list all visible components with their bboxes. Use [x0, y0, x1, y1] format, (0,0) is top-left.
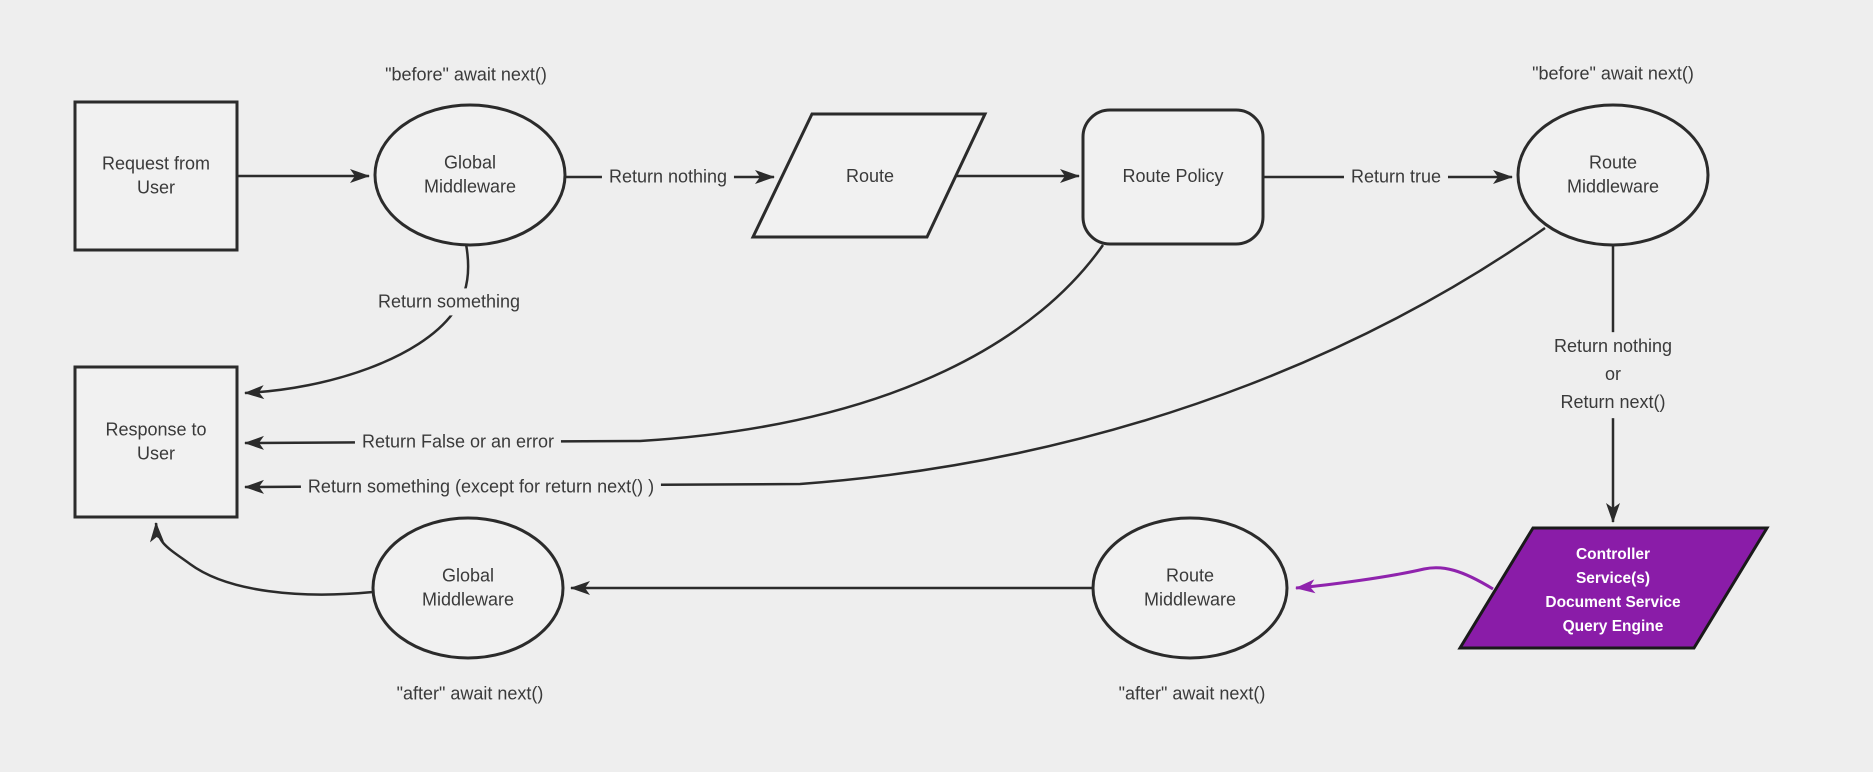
node-global-middleware-top — [373, 103, 567, 247]
edge-route-middleware-return-something-except — [244, 226, 1546, 494]
edge-label-return-something-except: Return something (except for return next… — [300, 473, 662, 501]
label-global-middleware-bottom: Global Middleware — [421, 565, 515, 610]
edge-global-middleware-bottom-to-response — [149, 522, 374, 596]
node-response-to-user — [73, 365, 239, 519]
node-route-middleware-top — [1516, 103, 1710, 247]
label-controller-services: Controller Service(s) Document Service Q… — [1545, 546, 1681, 635]
label-global-middleware-top: Global Middleware — [423, 152, 517, 197]
node-route — [750, 112, 988, 239]
edge-global-middleware-return-something — [244, 243, 470, 400]
label-response-to-user: Response to User — [105, 419, 207, 464]
label-route-middleware-bottom: Route Middleware — [1143, 565, 1237, 610]
node-controller-services — [1457, 526, 1770, 650]
edge-label-before-await-next-top-right: "before" await next() — [1532, 63, 1694, 84]
node-request-from-user — [73, 100, 239, 252]
edge-controller-to-route-middleware-bottom — [1295, 566, 1494, 594]
node-route-policy — [1081, 108, 1265, 246]
edge-label-after-await-next-bottom-left: "after" await next() — [396, 683, 544, 704]
node-global-middleware-bottom — [371, 516, 565, 660]
edge-label-return-something: Return something — [370, 288, 528, 316]
label-request-from-user: Request from User — [101, 153, 211, 198]
edge-label-return-false-or-error: Return False or an error — [354, 428, 562, 456]
node-route-middleware-bottom — [1091, 516, 1289, 660]
label-route-middleware-top: Route Middleware — [1566, 152, 1660, 197]
edge-label-return-nothing-or-next: Return nothing or Return next() — [1546, 332, 1680, 418]
edge-route-policy-return-false — [244, 244, 1105, 450]
edge-label-return-nothing: Return nothing — [601, 163, 735, 191]
edge-label-return-true: Return true — [1343, 163, 1449, 191]
label-route: Route — [845, 165, 895, 186]
label-route-policy: Route Policy — [1122, 165, 1224, 186]
edge-label-before-await-next-top-left: "before" await next() — [385, 64, 547, 85]
edge-label-after-await-next-bottom-right: "after" await next() — [1118, 683, 1266, 704]
